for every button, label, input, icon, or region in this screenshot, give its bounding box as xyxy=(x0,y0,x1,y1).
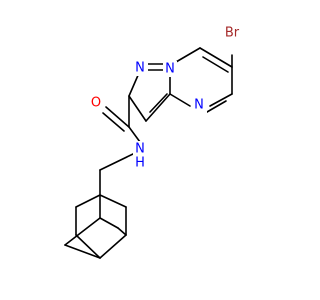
pyrazole-ring xyxy=(128,63,171,122)
bond-c-n xyxy=(128,126,141,143)
bond xyxy=(99,194,127,208)
bond xyxy=(206,100,227,113)
bond xyxy=(99,234,127,259)
ring-nitrogen-right-label: N xyxy=(194,98,204,113)
bond xyxy=(99,217,119,229)
bond xyxy=(202,56,229,73)
structure-canvas: Br N N N O N H xyxy=(64,25,240,259)
bond xyxy=(209,93,233,107)
bond xyxy=(145,93,171,122)
bromine-label: Br xyxy=(225,26,240,41)
bond xyxy=(117,227,127,236)
ring-nitrogen-top-label: N xyxy=(135,61,145,76)
adamantane-cage xyxy=(64,169,127,259)
bond xyxy=(64,244,101,259)
bond xyxy=(175,47,201,63)
bond-c-o-double xyxy=(105,106,130,128)
bond xyxy=(64,217,101,246)
amide-hydrogen-label: H xyxy=(135,156,145,171)
carbonyl-oxygen-label: O xyxy=(91,96,101,111)
bond xyxy=(75,194,101,208)
bond xyxy=(75,234,101,259)
bond-c-o-double xyxy=(102,112,125,132)
pyrimidine-ring xyxy=(169,47,233,113)
ring-nitrogen-bridge-label: N xyxy=(165,62,175,77)
bond xyxy=(199,47,233,68)
molecule-drawing: Br N N N O N H xyxy=(64,25,240,259)
bond xyxy=(169,93,191,107)
bond-n-ch2 xyxy=(99,153,134,171)
bond xyxy=(128,72,140,97)
bond xyxy=(128,95,147,122)
bond xyxy=(149,93,168,113)
amide-nitrogen-label: N xyxy=(135,142,145,157)
